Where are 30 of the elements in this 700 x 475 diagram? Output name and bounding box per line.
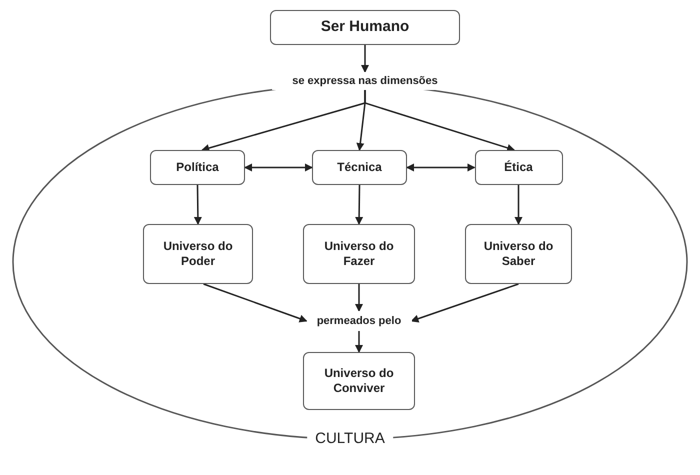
process-box xyxy=(312,150,407,185)
arrow xyxy=(361,45,369,73)
arrow xyxy=(355,284,363,312)
arrow xyxy=(364,90,516,152)
process-box xyxy=(143,224,253,284)
process-box xyxy=(150,150,245,185)
node-label: Universo do Saber xyxy=(482,239,554,269)
node-label: CULTURA xyxy=(315,430,385,446)
process-box xyxy=(303,352,415,410)
arrow xyxy=(355,331,363,353)
node-label: Universo do Poder xyxy=(162,239,234,269)
node-label: Universo do Conviver xyxy=(323,366,395,396)
node-label: Política xyxy=(176,160,219,175)
arrow xyxy=(194,184,202,225)
process-box xyxy=(303,224,415,284)
node-label: se expressa nas dimensões xyxy=(292,74,438,89)
process-box xyxy=(465,224,572,284)
process-box xyxy=(270,10,460,45)
arrow xyxy=(410,283,519,322)
node-label: Ética xyxy=(504,160,533,175)
arrow xyxy=(514,185,522,225)
node-label: Técnica xyxy=(337,160,382,175)
arrow xyxy=(244,164,313,172)
arrow xyxy=(203,283,308,322)
node-label: permeados pelo xyxy=(316,314,402,329)
node-label: Ser Humano xyxy=(320,18,410,37)
arrow xyxy=(355,184,364,225)
arrow xyxy=(406,164,476,172)
node-label: Universo do Fazer xyxy=(323,239,395,269)
process-box xyxy=(474,150,562,185)
